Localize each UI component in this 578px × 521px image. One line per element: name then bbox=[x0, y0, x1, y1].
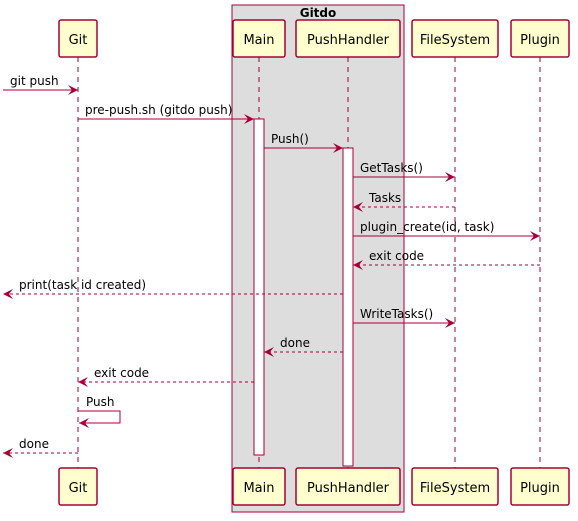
message-label-8: WriteTasks() bbox=[360, 307, 433, 321]
participant-filesystem-bottom: FileSystem bbox=[411, 467, 499, 506]
message-label-11: Push bbox=[86, 395, 115, 409]
message-label-10: exit code bbox=[94, 366, 149, 380]
participant-main-top: Main bbox=[232, 19, 286, 58]
participant-box bbox=[510, 467, 570, 506]
participant-git-bottom: Git bbox=[58, 467, 98, 506]
participant-plugin-top: Plugin bbox=[510, 19, 570, 58]
participant-label: FileSystem bbox=[420, 33, 490, 48]
participant-label: Git bbox=[69, 33, 88, 48]
participant-plugin-bottom: Plugin bbox=[510, 467, 570, 506]
message-label-6: exit code bbox=[369, 249, 424, 263]
activation-bar-main bbox=[253, 118, 265, 456]
participant-label: PushHandler bbox=[307, 33, 390, 48]
participant-filesystem-top: FileSystem bbox=[411, 19, 499, 58]
participant-git-top: Git bbox=[58, 19, 98, 58]
message-label-7: print(task id created) bbox=[19, 278, 146, 292]
participant-label: PushHandler bbox=[307, 481, 390, 496]
message-label-3: GetTasks() bbox=[360, 161, 423, 175]
message-label-1: pre-push.sh (gitdo push) bbox=[85, 103, 232, 117]
participant-main-bottom: Main bbox=[232, 467, 286, 506]
participant-pushhandler-bottom: PushHandler bbox=[295, 467, 401, 506]
participant-box bbox=[295, 19, 401, 58]
participant-label: Main bbox=[243, 33, 274, 48]
participant-label: Plugin bbox=[520, 33, 560, 48]
message-label-0: git push bbox=[10, 74, 59, 88]
participant-box bbox=[411, 467, 499, 506]
message-arrow-11 bbox=[78, 410, 121, 428]
participant-label: Git bbox=[69, 481, 88, 496]
participant-pushhandler-top: PushHandler bbox=[295, 19, 401, 58]
message-label-2: Push() bbox=[271, 132, 309, 146]
message-label-4: Tasks bbox=[368, 191, 401, 205]
participant-box bbox=[58, 467, 98, 506]
participant-box bbox=[295, 467, 401, 506]
participant-box bbox=[411, 19, 499, 58]
message-label-12: done bbox=[19, 437, 49, 451]
activation-bar-pushhandler bbox=[342, 147, 354, 467]
message-label-9: done bbox=[280, 336, 310, 350]
participant-box bbox=[510, 19, 570, 58]
participant-label: FileSystem bbox=[420, 481, 490, 496]
participant-box bbox=[58, 19, 98, 58]
participant-label: Main bbox=[243, 481, 274, 496]
participant-box bbox=[232, 19, 286, 58]
participant-label: Plugin bbox=[520, 481, 560, 496]
group-title: Gitdo bbox=[300, 6, 337, 20]
message-label-5: plugin_create(id, task) bbox=[360, 220, 494, 234]
participant-box bbox=[232, 467, 286, 506]
